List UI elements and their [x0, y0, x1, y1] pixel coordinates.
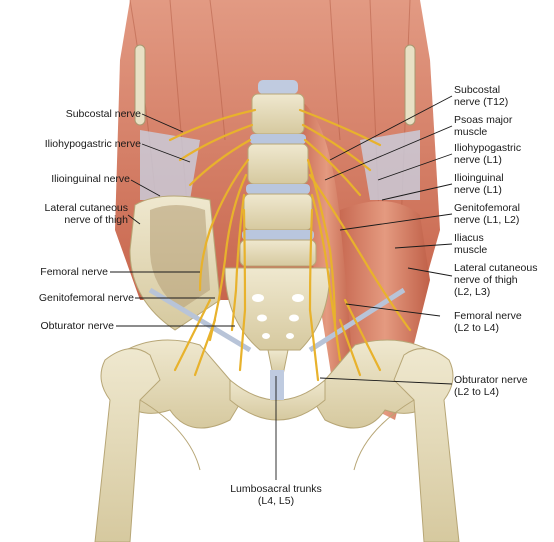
label-femoral-nerve-left: Femoral nerve	[40, 266, 108, 278]
label-line-1: Genitofemoral	[454, 202, 520, 214]
label-line-2: (L2 to L4)	[454, 386, 499, 398]
label-femoral-nerve-right: Femoral nerve (L2 to L4)	[454, 310, 522, 334]
label-ilioinguinal-nerve-left: Ilioinguinal nerve	[51, 173, 130, 185]
label-line-3: (L2, L3)	[454, 286, 491, 298]
lateral-fascia	[140, 130, 420, 200]
label-line-1: Subcostal	[454, 84, 501, 96]
lumbar-nerves	[168, 108, 412, 382]
label-line-1: Iliohypogastric	[454, 142, 522, 154]
leader-lines	[110, 95, 453, 480]
label-iliohypogastric-nerve-left: Iliohypogastric nerve	[44, 138, 141, 150]
label-genitofemoral-nerve-left: Genitofemoral nerve	[38, 292, 134, 304]
label-lateral-cutaneous-nerve-left: Lateral cutaneous nerve of thigh	[45, 202, 128, 226]
label-line-2: nerve (L1)	[454, 154, 502, 166]
label-line-2: (L4, L5)	[257, 495, 295, 507]
label-line-1: Obturator nerve	[454, 374, 528, 386]
label-line-2: nerve (L1)	[454, 184, 502, 196]
label-ilioinguinal-nerve-right: Ilioinguinal nerve (L1)	[454, 172, 504, 196]
label-line-2: nerve (T12)	[454, 96, 509, 108]
label-subcostal-nerve-right: Subcostal nerve (T12)	[454, 84, 508, 108]
label-line-1: Lumbosacral trunks	[230, 483, 322, 495]
label-genitofemoral-nerve-right: Genitofemoral nerve (L1, L2)	[454, 202, 520, 226]
pelvis-and-femurs	[94, 287, 460, 542]
label-obturator-nerve-left: Obturator nerve	[40, 320, 114, 332]
label-lateral-cutaneous-nerve-right: Lateral cutaneous nerve of thigh (L2, L3…	[454, 262, 537, 298]
label-line-2: muscle	[454, 126, 488, 138]
label-line-2: muscle	[454, 244, 488, 256]
left-ilium	[129, 195, 221, 331]
label-iliacus-muscle: Iliacus muscle	[454, 232, 487, 256]
label-psoas-major-muscle: Psoas major muscle	[454, 114, 512, 138]
label-line-2: nerve of thigh	[64, 214, 128, 226]
label-lumbosacral-trunks: Lumbosacral trunks (L4, L5)	[216, 483, 336, 507]
label-line-1: Iliacus	[454, 232, 484, 244]
label-line-1: Femoral nerve	[454, 310, 522, 322]
label-line-2: nerve (L1, L2)	[454, 214, 520, 226]
label-subcostal-nerve-left: Subcostal nerve	[65, 108, 141, 120]
label-line-1: Lateral cutaneous	[454, 262, 538, 274]
label-line-2: nerve of thigh	[454, 274, 518, 286]
label-line-1: Ilioinguinal	[454, 172, 504, 184]
label-iliohypogastric-nerve-right: Iliohypogastric nerve (L1)	[454, 142, 521, 166]
label-line-2: (L2 to L4)	[454, 322, 499, 334]
label-obturator-nerve-right: Obturator nerve (L2 to L4)	[454, 374, 528, 398]
vertebral-column	[239, 80, 317, 267]
label-line-1: Lateral cutaneous	[44, 202, 128, 214]
sacrum	[224, 267, 331, 376]
label-line-1: Psoas major	[454, 114, 513, 126]
